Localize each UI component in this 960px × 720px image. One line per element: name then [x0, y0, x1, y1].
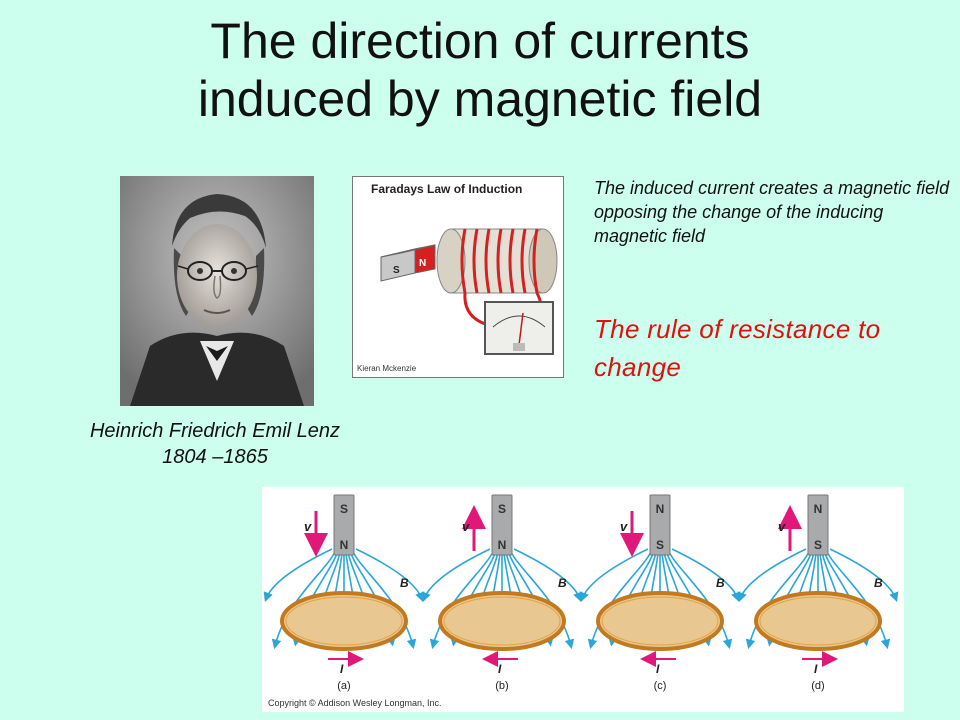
panel-label: (b): [495, 680, 508, 692]
field-line: [737, 548, 807, 603]
field-label: B: [400, 576, 409, 590]
current-label: I: [340, 662, 344, 676]
magnet-top-pole: S: [340, 502, 348, 516]
magnet-top-pole: N: [814, 502, 823, 516]
field-line: [355, 548, 425, 603]
magnet-s-label: S: [393, 265, 400, 276]
conducting-loop: [596, 591, 724, 651]
induced-current-description: The induced current creates a magnetic f…: [594, 178, 950, 246]
lenz-panels: S NvB I (a) S NvB I (b) N SvB I (c) N SvB I (d): [263, 494, 899, 692]
magnet-n-label: N: [419, 258, 426, 269]
magnet-bottom-pole: S: [656, 538, 664, 552]
velocity-label: v: [620, 519, 628, 534]
velocity-label: v: [462, 519, 470, 534]
title-line-2: induced by magnetic field: [197, 71, 763, 127]
panel-label: (c): [654, 680, 667, 692]
loop-inner-edge: [285, 596, 403, 646]
bar-magnet: [807, 494, 829, 556]
magnet-top-pole: N: [656, 502, 665, 516]
current-label: I: [656, 662, 660, 676]
field-line: [263, 548, 333, 603]
field-line: [671, 548, 741, 603]
field-line: [513, 548, 583, 603]
panel-label: (d): [811, 680, 824, 692]
magnet-bottom-pole: N: [340, 538, 349, 552]
portrait-name: Heinrich Friedrich Emil Lenz: [89, 420, 341, 442]
field-label: B: [874, 576, 883, 590]
faraday-law-image: Faradays Law of Induction S N Kieran Mck…: [352, 176, 564, 378]
lenz-portrait: [120, 176, 314, 406]
copyright-notice: Copyright © Addison Wesley Longman, Inc.: [268, 698, 442, 708]
field-line: [579, 548, 649, 603]
panel-label: (a): [337, 680, 350, 692]
loop-inner-edge: [443, 596, 561, 646]
field-label: B: [558, 576, 567, 590]
magnet-bottom-pole: S: [814, 538, 822, 552]
velocity-label: v: [778, 519, 786, 534]
slide-title: The direction of currents induced by mag…: [0, 12, 960, 128]
faraday-credit: Kieran Mckenzie: [357, 364, 417, 373]
loop-inner-edge: [601, 596, 719, 646]
magnet-bottom-pole: N: [498, 538, 507, 552]
field-line: [421, 548, 491, 603]
bar-magnet: [333, 494, 355, 556]
rule-heading: The rule of resistance to change: [594, 314, 881, 382]
bar-magnet: [491, 494, 513, 556]
field-label: B: [716, 576, 725, 590]
velocity-label: v: [304, 519, 312, 534]
faraday-title: Faradays Law of Induction: [371, 182, 522, 196]
current-label: I: [498, 662, 502, 676]
title-line-1: The direction of currents: [210, 13, 750, 69]
bar-magnet: [649, 494, 671, 556]
magnet-top-pole: S: [498, 502, 506, 516]
conducting-loop: [754, 591, 882, 651]
portrait-drawing: [120, 176, 314, 406]
current-label: I: [814, 662, 818, 676]
faraday-drawing: Faradays Law of Induction S N Kieran Mck…: [357, 182, 558, 373]
conducting-loop: [280, 591, 408, 651]
portrait-caption: Heinrich Friedrich Emil Lenz 1804 –1865: [30, 418, 400, 470]
field-line: [829, 548, 899, 603]
conducting-loop: [438, 591, 566, 651]
portrait-years: 1804 –1865: [162, 446, 268, 468]
loop-inner-edge: [759, 596, 877, 646]
